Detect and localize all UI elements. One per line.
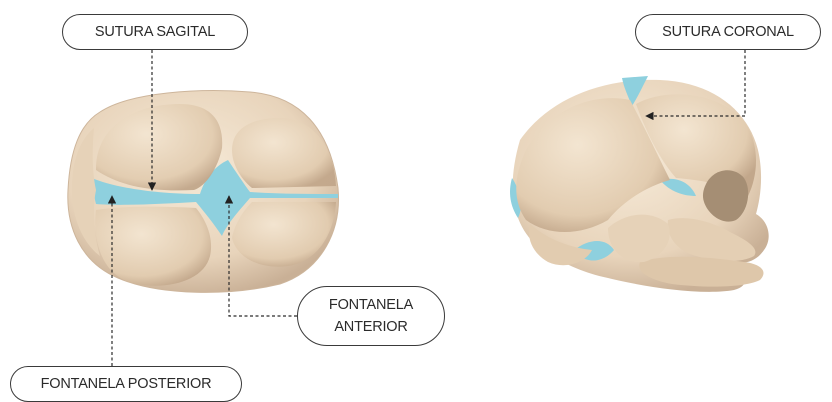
fontanela-anterior-text-line1: FONTANELA bbox=[329, 294, 413, 316]
fontanela-posterior-label: FONTANELA POSTERIOR bbox=[10, 366, 242, 402]
sutura-sagital-text: SUTURA SAGITAL bbox=[95, 21, 215, 43]
skull-top-view bbox=[68, 91, 339, 293]
fontanela-anterior-text-line2: ANTERIOR bbox=[334, 316, 407, 338]
sutura-sagital-label: SUTURA SAGITAL bbox=[62, 14, 248, 50]
skull-side-view bbox=[510, 76, 769, 292]
sutura-coronal-text: SUTURA CORONAL bbox=[662, 21, 794, 43]
frontal-bone-bottom bbox=[232, 202, 336, 267]
fontanela-anterior-label: FONTANELA ANTERIOR bbox=[297, 286, 445, 346]
sutura-coronal-label: SUTURA CORONAL bbox=[635, 14, 821, 50]
fontanela-posterior-text: FONTANELA POSTERIOR bbox=[41, 373, 212, 395]
frontal-bone-top bbox=[232, 118, 336, 188]
